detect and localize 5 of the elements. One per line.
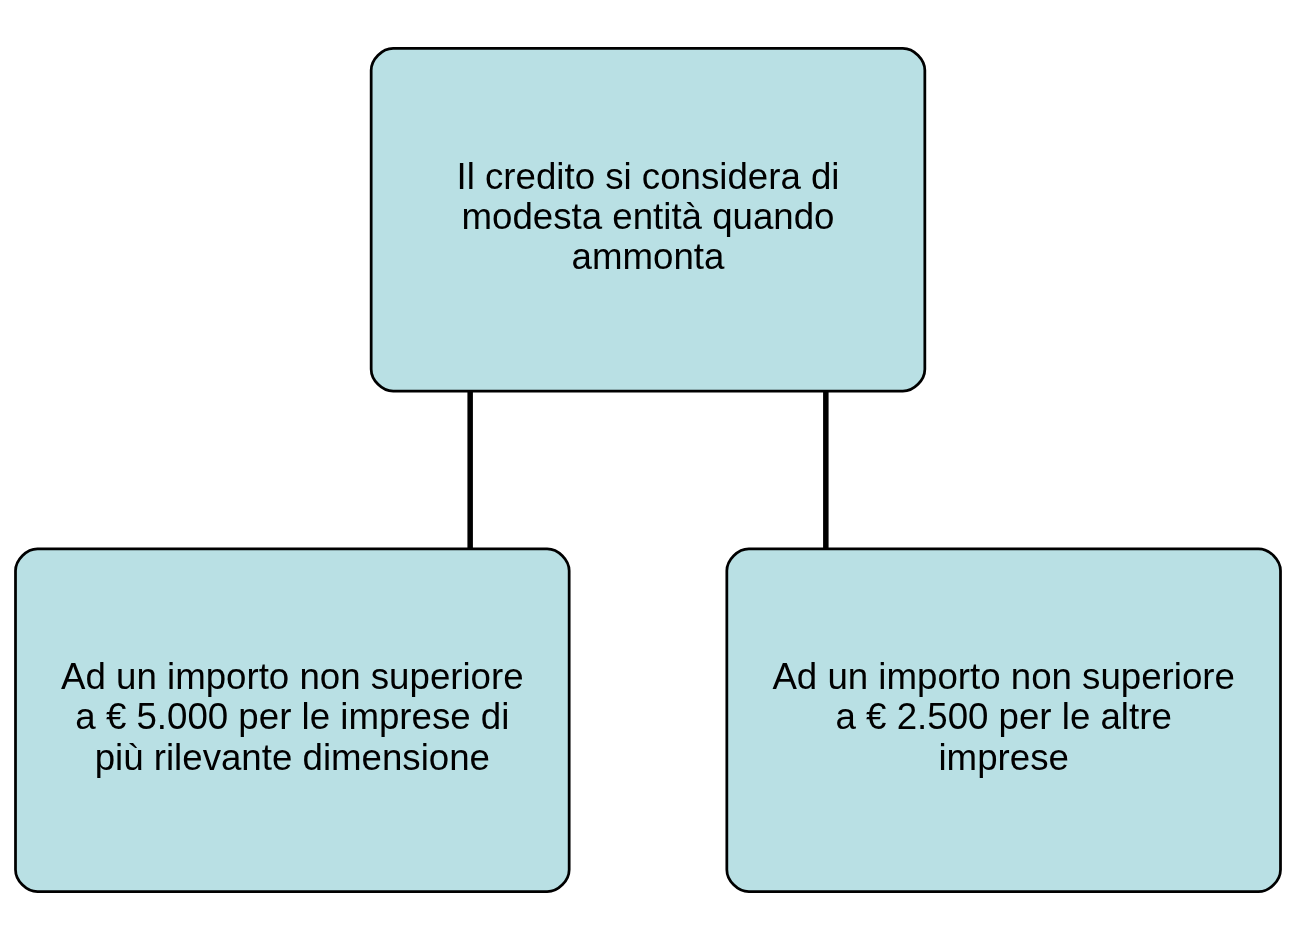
node-box: Ad un importo non superiore a € 5.000 per le imprese di più rilevante dimensione	[14, 547, 571, 894]
node-box: Il credito si considera di modesta entità quando ammonta	[369, 46, 927, 393]
connector	[467, 391, 473, 549]
connector	[823, 391, 829, 549]
node-box: Ad un importo non superiore a € 2.500 per le altre imprese	[725, 547, 1282, 894]
